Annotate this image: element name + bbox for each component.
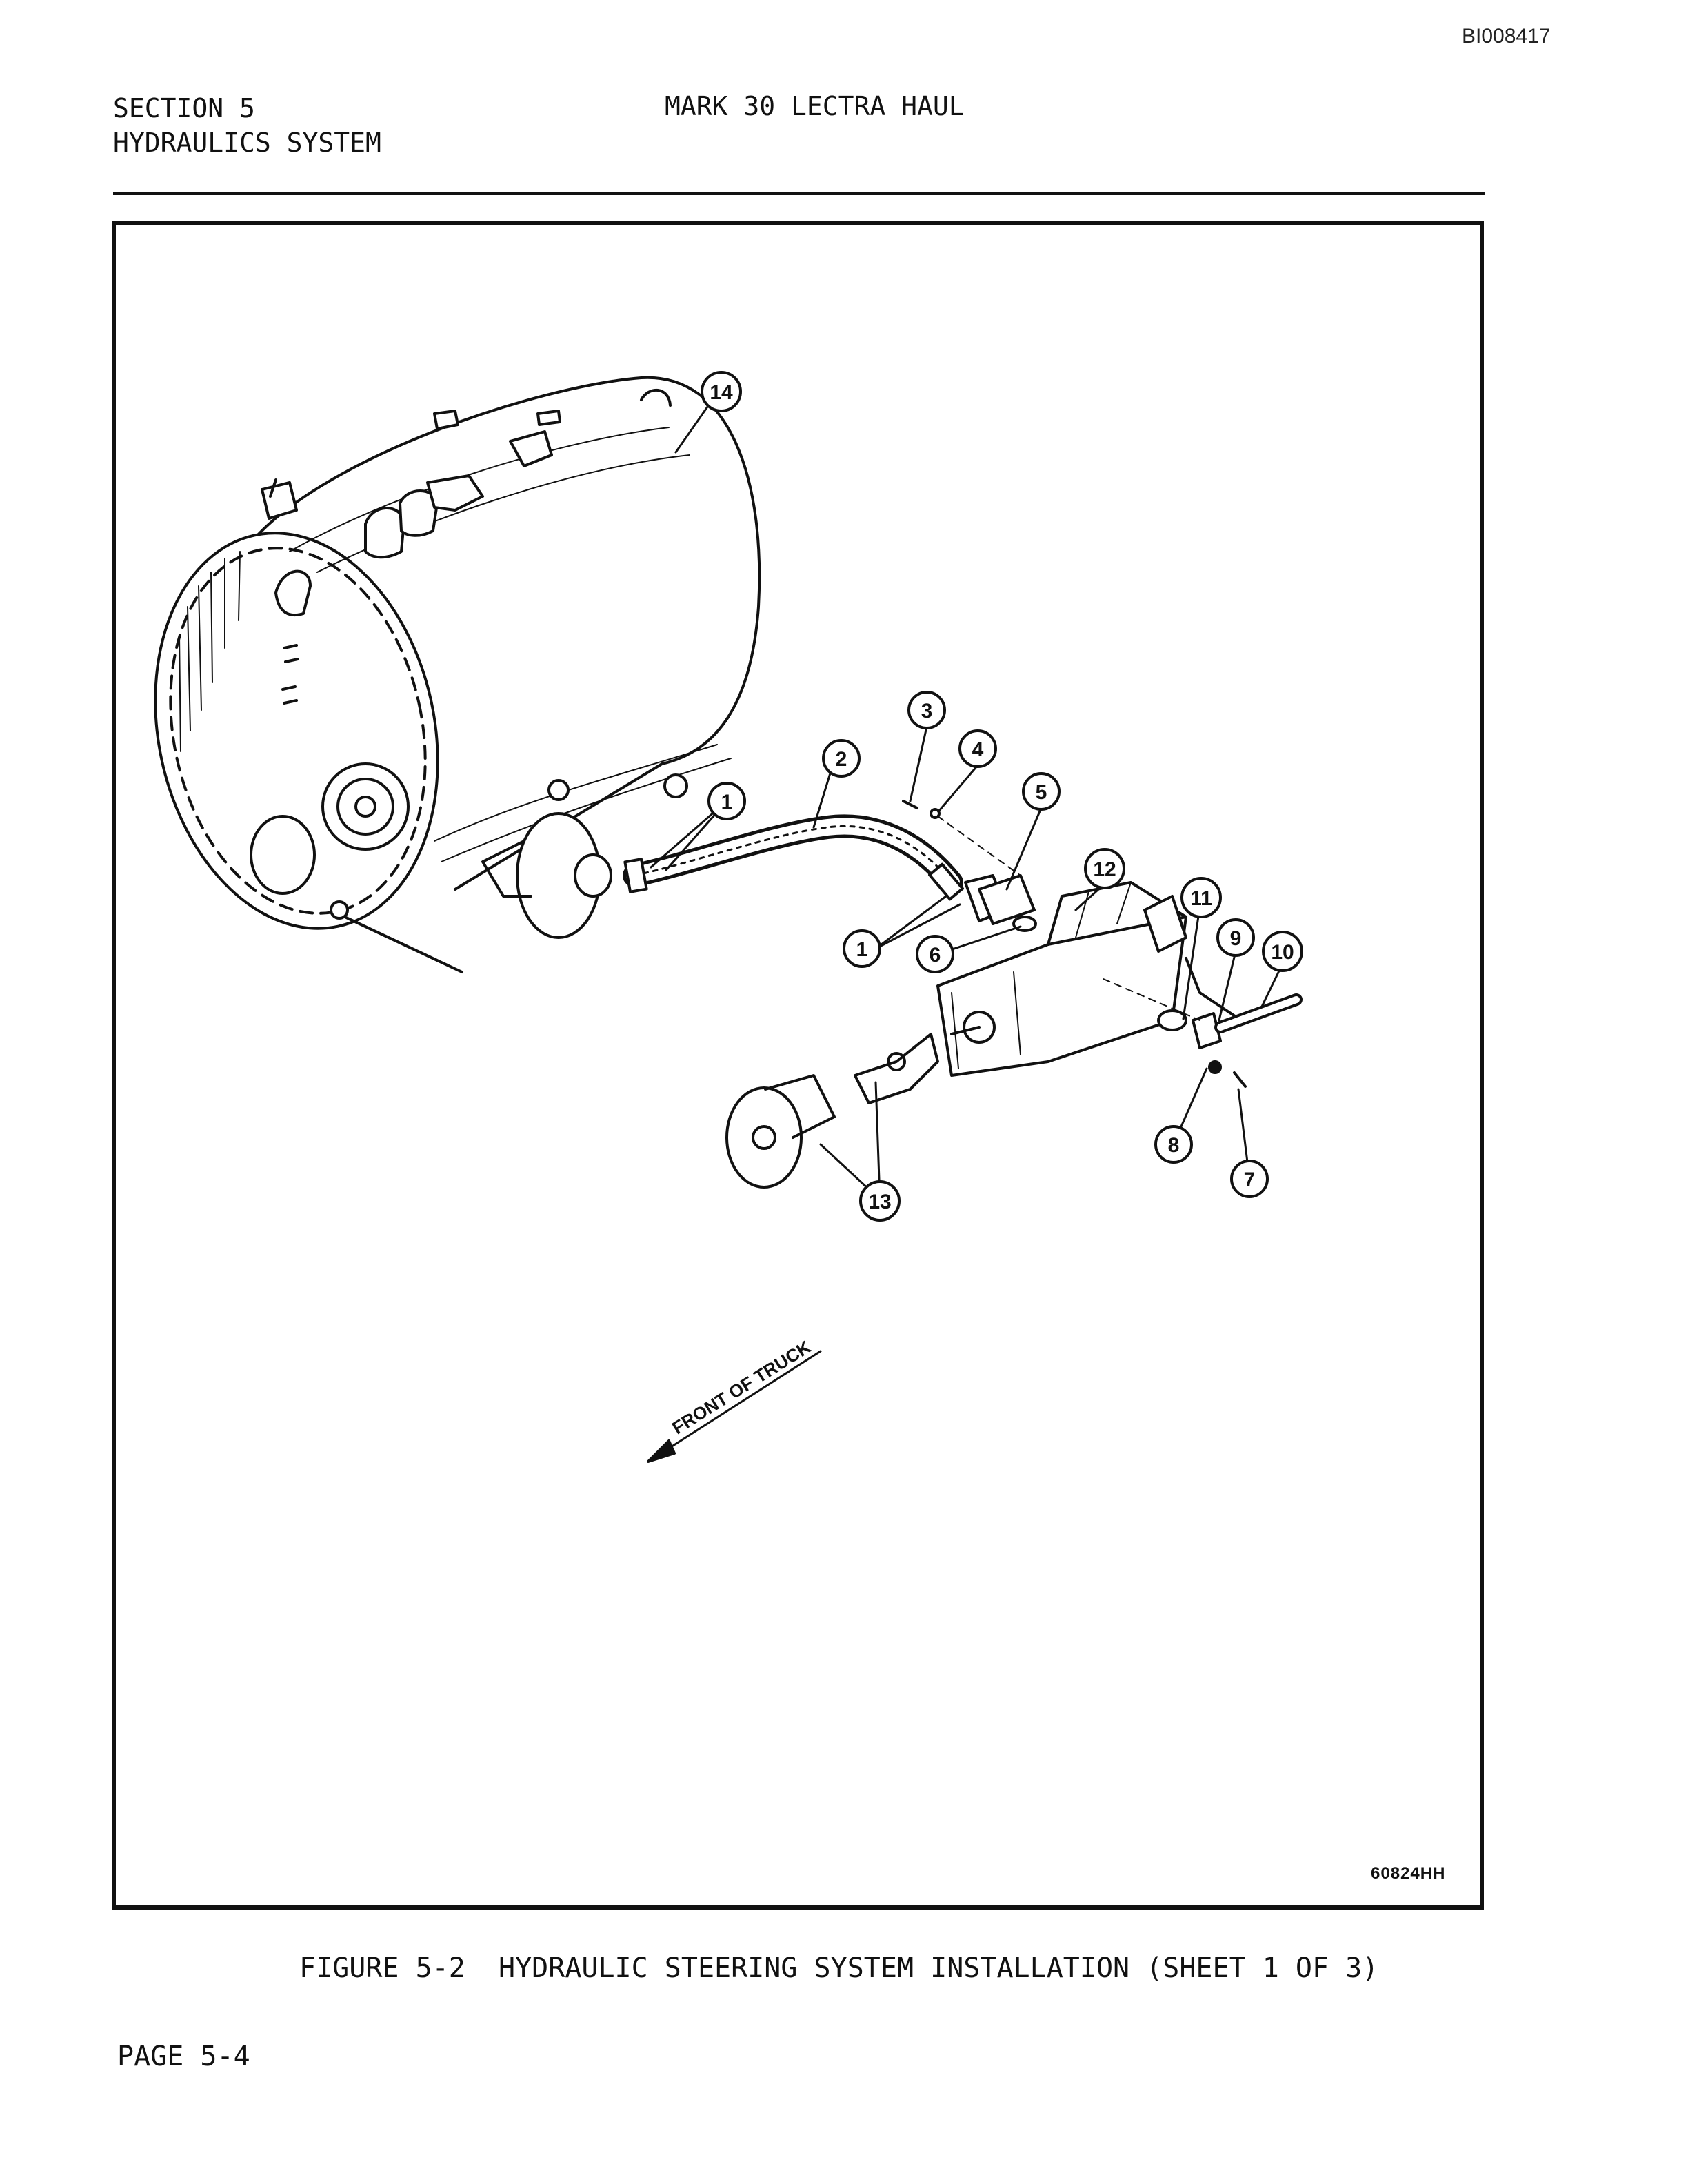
callout-3: 3	[907, 691, 946, 729]
svg-text:3: 3	[921, 700, 933, 722]
callout-2: 2	[822, 739, 861, 778]
svg-text:6: 6	[930, 944, 941, 967]
callout-8: 8	[1154, 1125, 1193, 1164]
svg-text:13: 13	[868, 1191, 891, 1213]
page-number: PAGE 5-4	[117, 2041, 250, 2072]
section-number: SECTION 5	[113, 93, 255, 123]
front-of-truck-label: FRONT OF TRUCK	[668, 1336, 814, 1438]
figure-frame	[112, 221, 1484, 1910]
callout-6: 6	[916, 935, 954, 973]
callout-10: 10	[1262, 931, 1303, 972]
svg-text:2: 2	[836, 748, 847, 771]
document-id: BI008417	[1462, 25, 1551, 48]
section-heading: SECTION 5 HYDRAULICS SYSTEM	[113, 91, 381, 160]
callout-12: 12	[1084, 848, 1125, 889]
callout-9: 9	[1216, 918, 1255, 957]
callout-5: 5	[1022, 772, 1061, 811]
svg-text:8: 8	[1168, 1134, 1180, 1157]
hydraulic-tank-drawing	[154, 376, 761, 973]
figure-caption: FIGURE 5-2 HYDRAULIC STEERING SYSTEM INS…	[299, 1952, 1379, 1984]
svg-text:9: 9	[1230, 927, 1242, 950]
drawing-number: 60824HH	[1371, 1864, 1446, 1883]
drive-coupling-drawing	[725, 1033, 939, 1189]
svg-text:14: 14	[710, 381, 733, 404]
svg-text:1: 1	[856, 938, 868, 961]
svg-text:1: 1	[721, 791, 733, 813]
svg-text:5: 5	[1036, 781, 1047, 804]
callout-4: 4	[958, 729, 997, 768]
svg-text:10: 10	[1271, 941, 1294, 964]
callout-13: 13	[859, 1180, 901, 1222]
callout-11: 11	[1180, 877, 1222, 918]
callout-1a: 1	[707, 782, 746, 820]
svg-text:11: 11	[1190, 887, 1212, 910]
svg-text:7: 7	[1244, 1169, 1256, 1191]
callout-7: 7	[1230, 1160, 1269, 1198]
hydraulic-pump-drawing	[902, 800, 1303, 1088]
callout-14: 14	[701, 371, 742, 412]
manual-title: MARK 30 LECTRA HAUL	[665, 91, 965, 121]
callout-1b: 1	[843, 929, 881, 968]
front-direction-arrow	[647, 1350, 822, 1463]
svg-text:4: 4	[972, 738, 984, 761]
section-name: HYDRAULICS SYSTEM	[113, 128, 381, 158]
svg-text:12: 12	[1093, 858, 1116, 881]
header-divider	[113, 192, 1485, 195]
